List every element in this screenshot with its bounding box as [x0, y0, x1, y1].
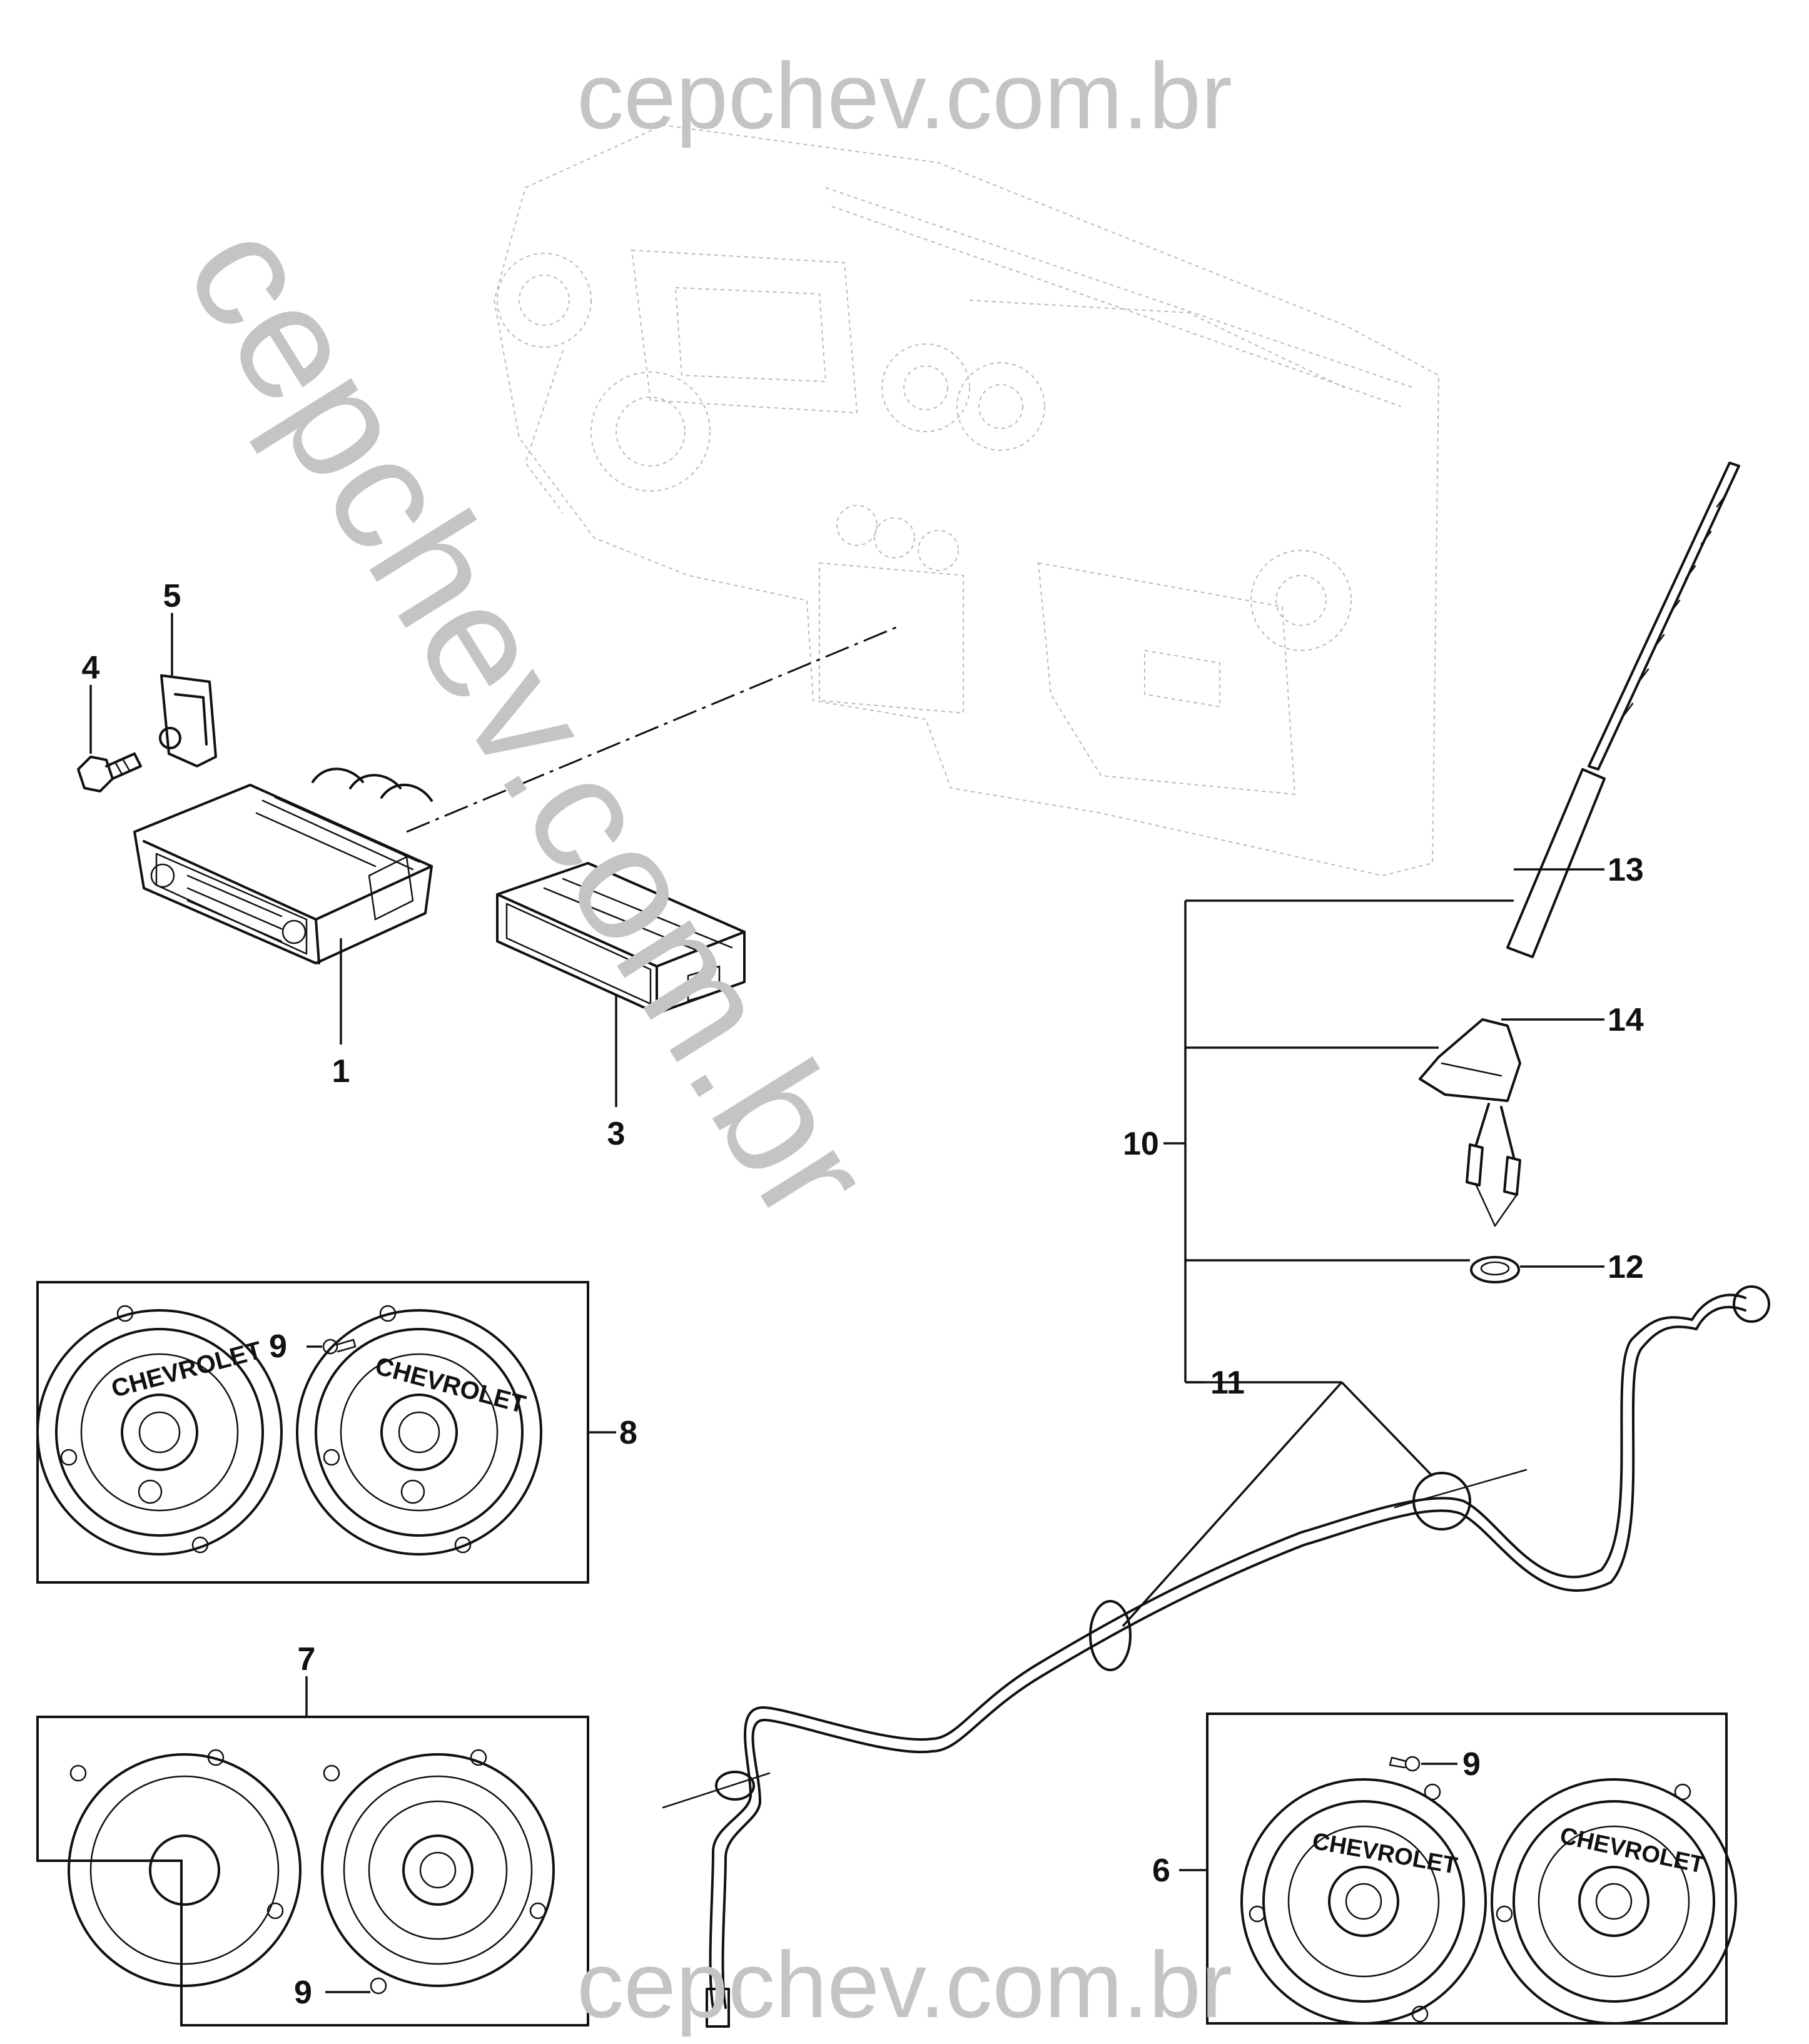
- antenna-base-part-14: [1419, 1018, 1521, 1227]
- callout-7: 7: [298, 1641, 316, 1677]
- callout-1: 1: [332, 1053, 350, 1090]
- screw-part-9c: [1389, 1756, 1421, 1772]
- speaker-set-box-6: [1206, 1713, 1728, 2025]
- bolt-part-4: [77, 752, 142, 792]
- bracket-10: [1163, 899, 1514, 1384]
- install-guide-line: [406, 624, 901, 833]
- antenna-mast-part-13: [1506, 462, 1740, 958]
- watermark-diagonal: cepchev.com.br: [151, 191, 908, 1251]
- door-speaker-left: CHEVROLET: [1240, 1778, 1487, 2025]
- callout-12: 12: [1608, 1249, 1644, 1285]
- callout-13: 13: [1608, 852, 1644, 888]
- watermark-bottom: cepchev.com.br: [577, 1932, 1232, 2037]
- front-speaker-right: CHEVROLET: [296, 1305, 542, 1556]
- callout-9a: 9: [269, 1328, 287, 1365]
- speaker-brand-label: CHEVROLET: [372, 1352, 529, 1419]
- callout-11: 11: [1210, 1365, 1245, 1401]
- callout-6: 6: [1152, 1853, 1170, 1889]
- callout-8: 8: [619, 1415, 637, 1451]
- screw-part-9a: [322, 1338, 357, 1355]
- callout-9b: 9: [294, 1975, 312, 2011]
- door-speaker-right: CHEVROLET: [1491, 1778, 1737, 2025]
- dashboard-illustration: [493, 124, 1440, 877]
- watermark-top: cepchev.com.br: [577, 43, 1232, 148]
- callout-3: 3: [607, 1116, 626, 1152]
- antenna-cable-part-11: [662, 1285, 1770, 2028]
- callout-10: 10: [1123, 1126, 1159, 1162]
- radio-part-1: [133, 767, 433, 964]
- leader-11: [1122, 1381, 1434, 1627]
- rear-speaker-left: [68, 1749, 302, 1987]
- radio-cage-part-3: [496, 862, 746, 1014]
- speaker-set-box-8: [36, 1281, 589, 1584]
- callout-14: 14: [1608, 1002, 1644, 1038]
- callout-9c: 9: [1462, 1746, 1481, 1783]
- speaker-brand-label: CHEVROLET: [1310, 1828, 1459, 1880]
- callout-4: 4: [82, 650, 100, 686]
- antenna-seal-part-12: [1470, 1256, 1520, 1283]
- speaker-set-box-7: [36, 1716, 589, 2026]
- clip-nut-part-5: [159, 674, 217, 767]
- callout-5: 5: [163, 578, 181, 614]
- rear-speaker-right: [321, 1749, 555, 1995]
- front-speaker-left: CHEVROLET: [36, 1305, 283, 1556]
